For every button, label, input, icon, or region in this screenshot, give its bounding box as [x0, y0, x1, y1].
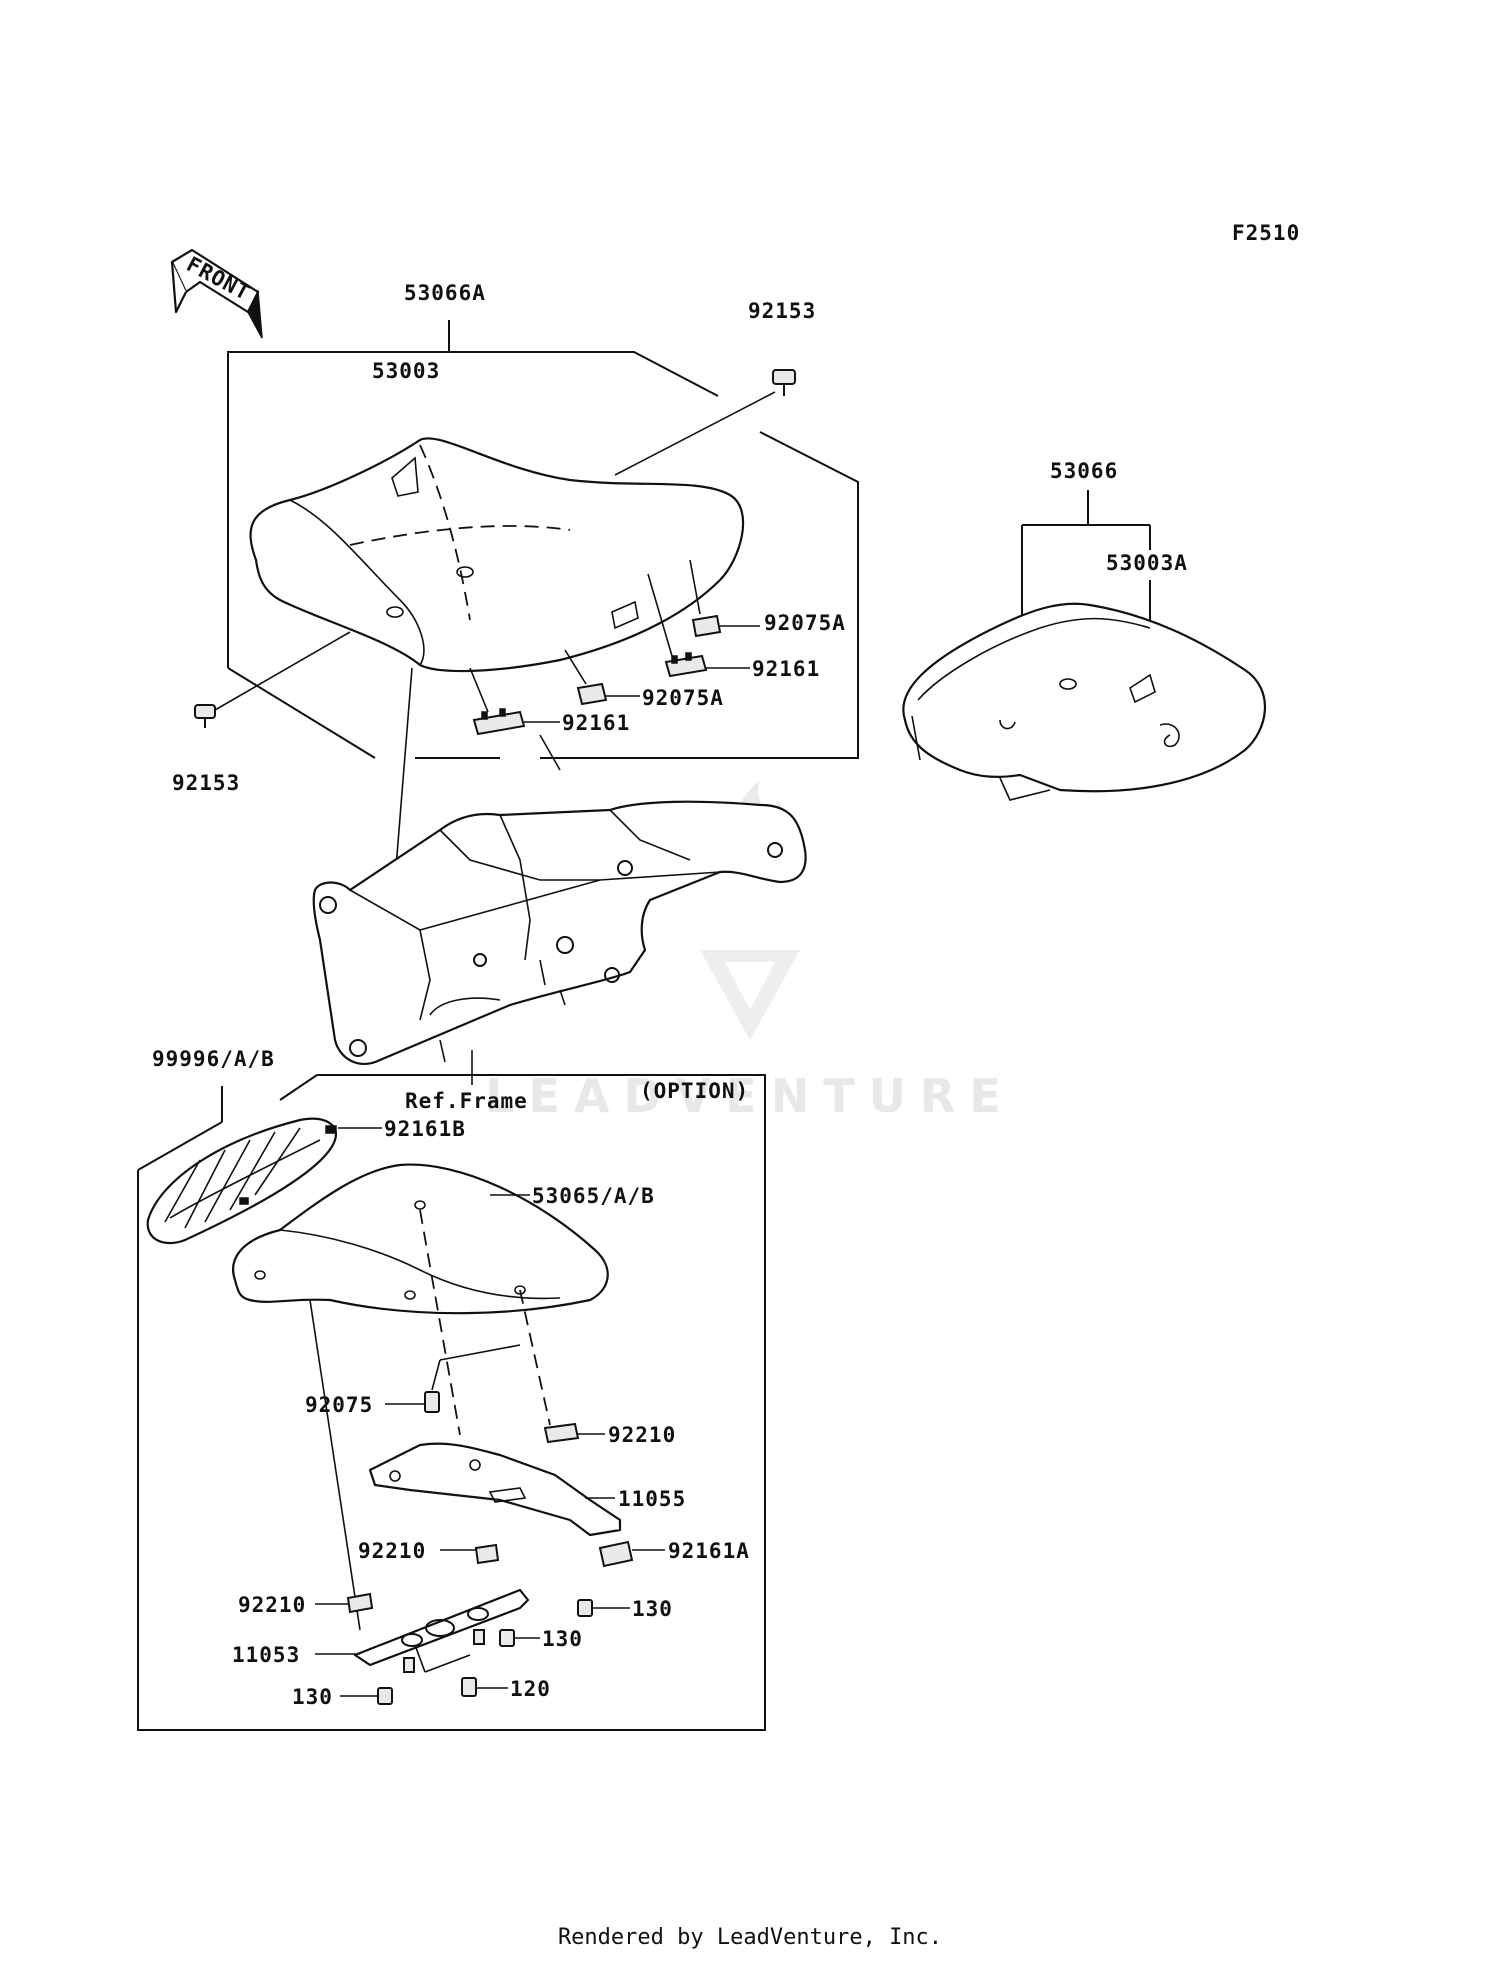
- pad-92161A-icon: [598, 1540, 634, 1568]
- label-11055: 11055: [618, 1487, 686, 1511]
- label-92210-2: 92210: [358, 1539, 426, 1563]
- label-92153-top: 92153: [748, 299, 816, 323]
- label-92161A: 92161A: [668, 1539, 750, 1563]
- screw-92153-top-icon: [772, 369, 796, 396]
- bolt-130-2-icon: [499, 1629, 515, 1647]
- seat-assembly-53066A: [194, 320, 859, 881]
- plate-11053: [353, 1588, 530, 1673]
- clip-92161-2-icon: [472, 708, 526, 736]
- label-92210-1: 92210: [608, 1423, 676, 1447]
- label-92161-1: 92161: [752, 657, 820, 681]
- cover-body: [902, 602, 1267, 793]
- label-92153-left: 92153: [172, 771, 240, 795]
- clip-92161-1-icon: [664, 652, 708, 678]
- label-53003: 53003: [372, 359, 440, 383]
- nut-92210-3-icon: [346, 1592, 374, 1614]
- label-130-3: 130: [292, 1685, 333, 1709]
- diagram-code: F2510: [1232, 221, 1300, 245]
- option-group: [137, 1074, 766, 1731]
- front-arrow-icon: FRONT: [170, 248, 263, 339]
- bolt-130-3-icon: [377, 1687, 393, 1705]
- label-92161B: 92161B: [384, 1117, 466, 1141]
- label-ref-frame: Ref.Frame: [405, 1089, 528, 1113]
- frame-body: [312, 800, 807, 1065]
- label-53003A: 53003A: [1106, 551, 1188, 575]
- label-53066: 53066: [1050, 459, 1118, 483]
- label-92161-2: 92161: [562, 711, 630, 735]
- label-option: (OPTION): [640, 1079, 749, 1103]
- front-label: FRONT: [183, 252, 255, 305]
- nut-92210-1-icon: [543, 1422, 580, 1444]
- damper-92075A-2-icon: [576, 682, 608, 706]
- label-11053: 11053: [232, 1643, 300, 1667]
- seat-cover-53066: [902, 490, 1267, 801]
- nut-92210-2-icon: [474, 1543, 500, 1565]
- footer-credit: Rendered by LeadVenture, Inc.: [557, 1925, 943, 1950]
- label-53065: 53065/A/B: [532, 1184, 655, 1208]
- bolt-92075-icon: [424, 1391, 440, 1413]
- damper-92075A-1-icon: [691, 614, 722, 638]
- seat-base-99996: [146, 1117, 338, 1245]
- label-130-2: 130: [542, 1627, 583, 1651]
- label-92075A-2: 92075A: [642, 686, 724, 710]
- label-130-1: 130: [632, 1597, 673, 1621]
- seat-pad-53065: [232, 1163, 609, 1315]
- screw-92153-left-icon: [194, 704, 216, 728]
- bolt-130-1-icon: [577, 1599, 593, 1617]
- label-53066A: 53066A: [404, 281, 486, 305]
- label-120: 120: [510, 1677, 551, 1701]
- bolt-120-icon: [461, 1677, 477, 1697]
- label-99996: 99996/A/B: [152, 1047, 275, 1071]
- label-92210-3: 92210: [238, 1593, 306, 1617]
- label-92075: 92075: [305, 1393, 373, 1417]
- seat-53003: [249, 437, 745, 673]
- watermark-text: LEADVENTURE: [485, 1069, 1015, 1123]
- label-92075A-1: 92075A: [764, 611, 846, 635]
- bracket-11055: [368, 1442, 622, 1537]
- rear-frame: [312, 800, 807, 1085]
